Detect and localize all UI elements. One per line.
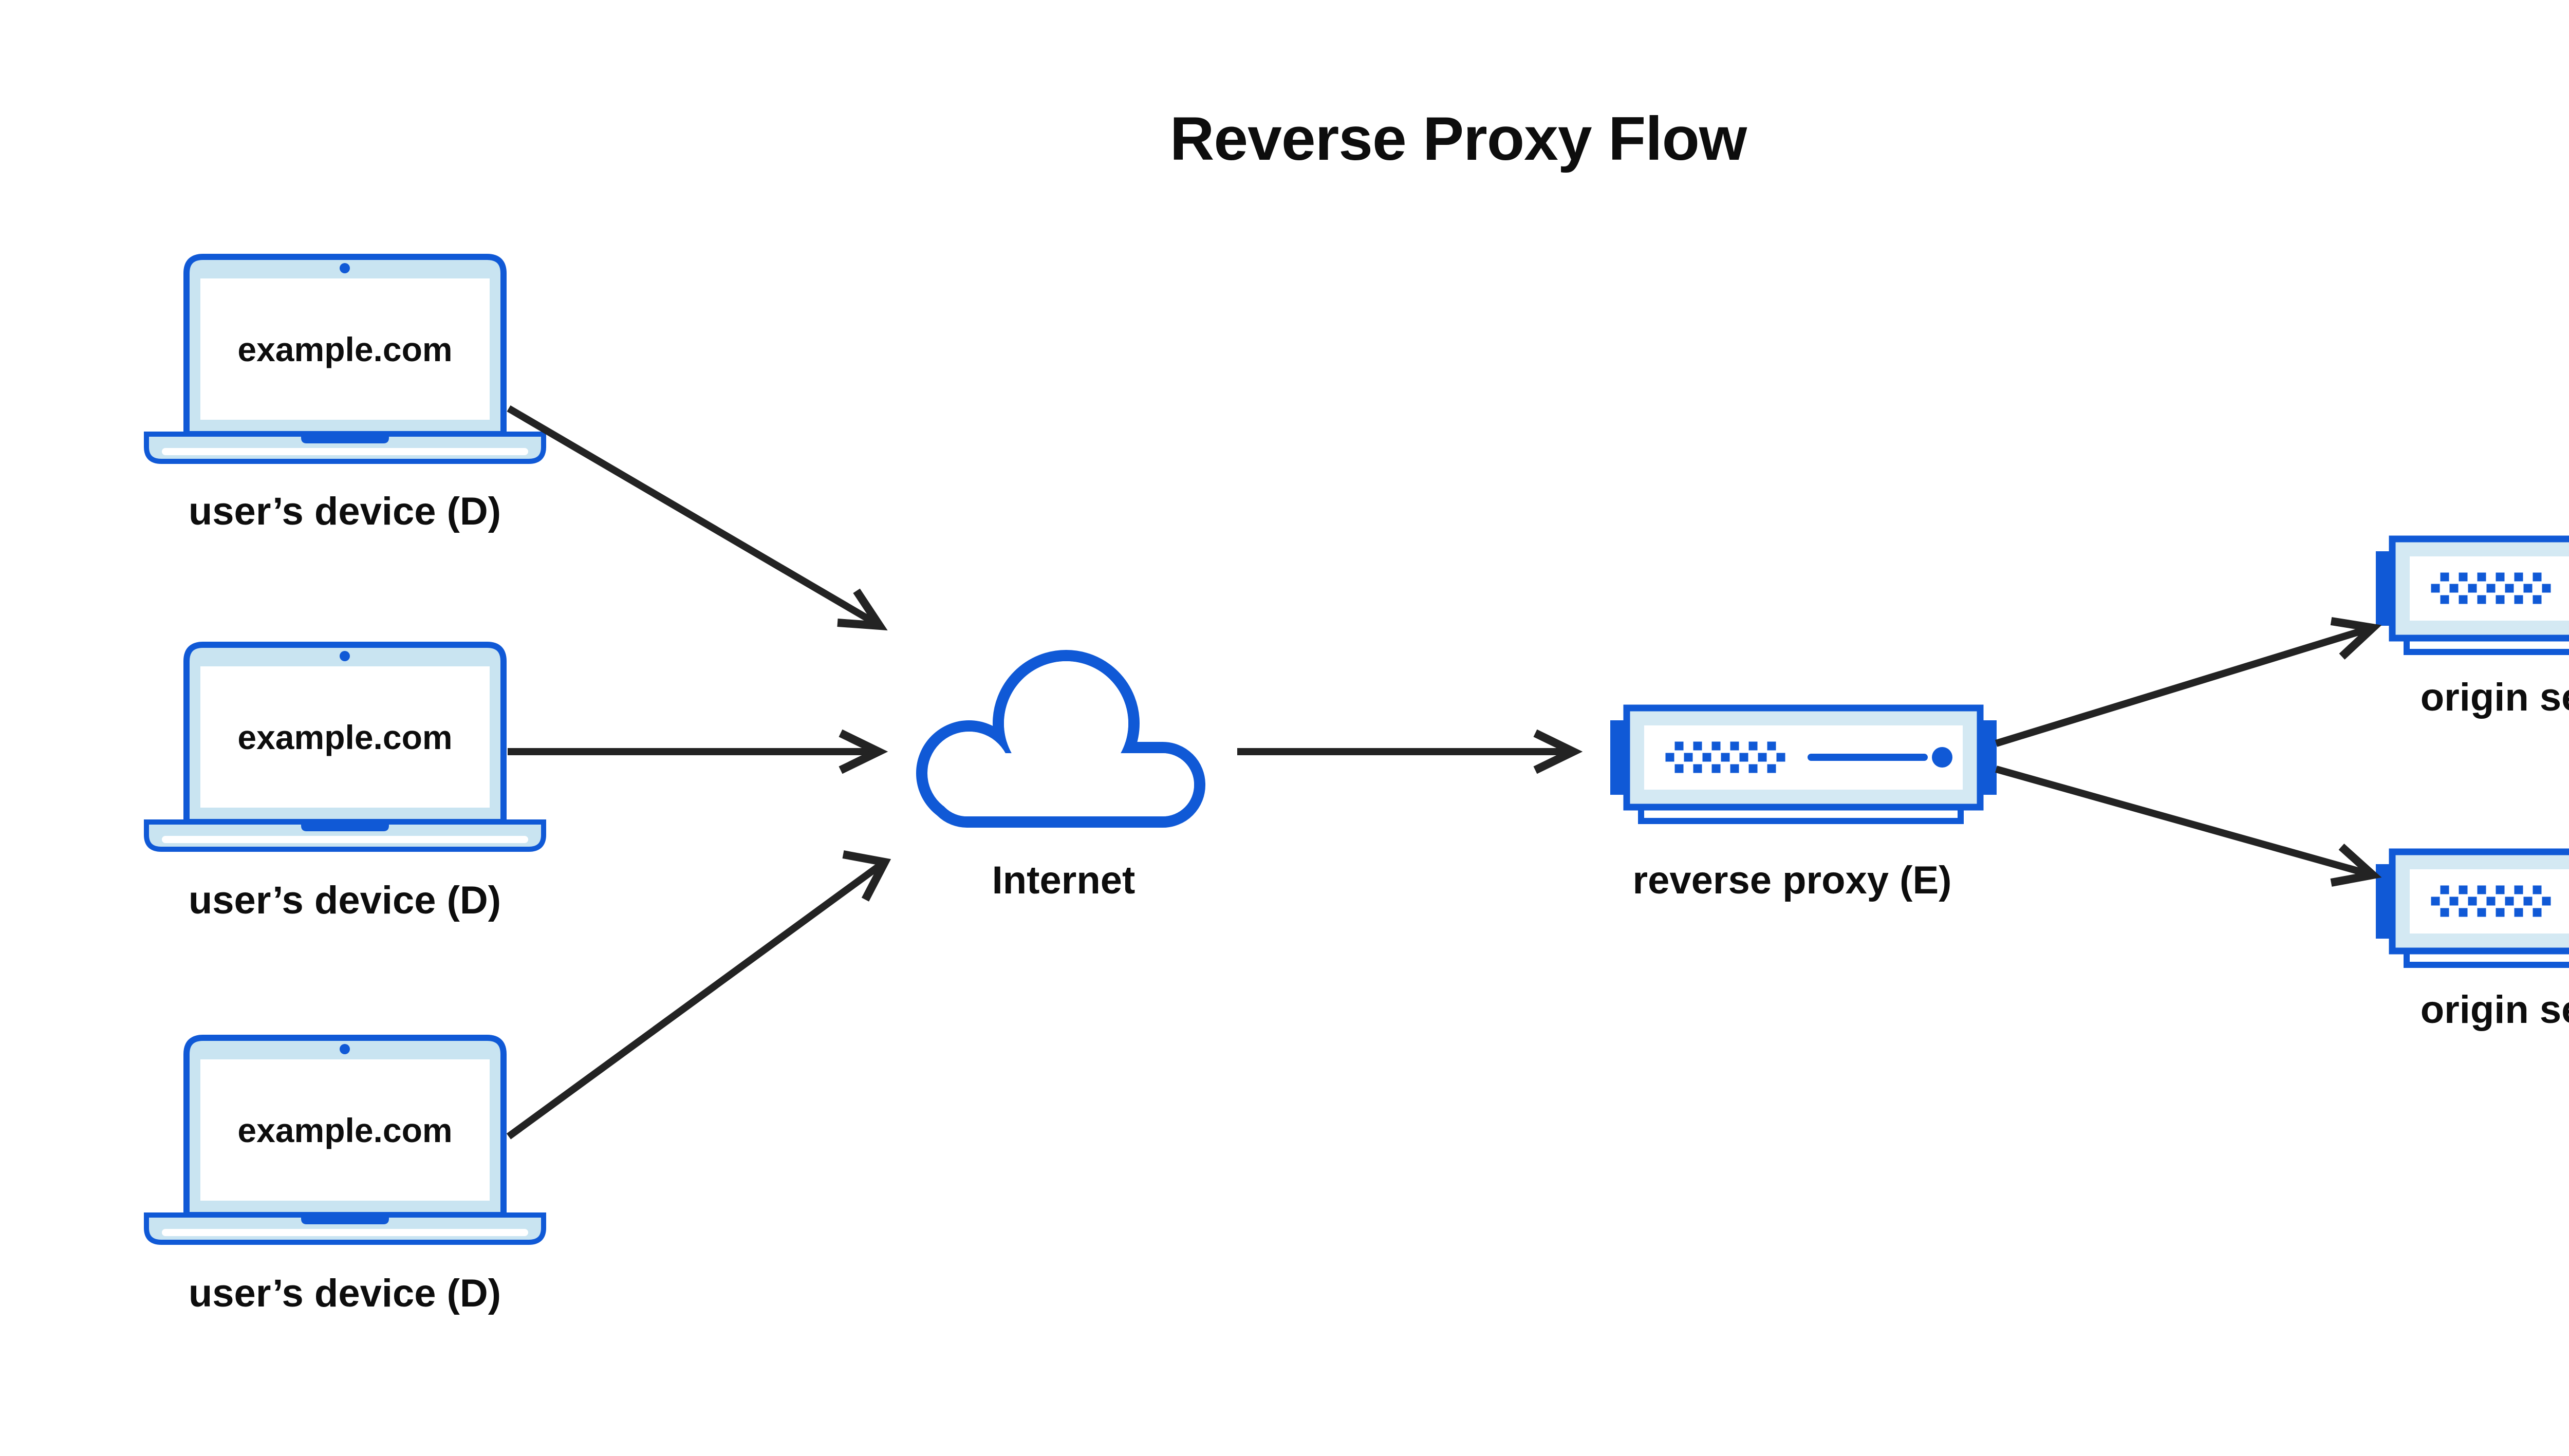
arrow-internet-to-proxy <box>1237 729 1583 774</box>
device1-caption: user’s device (D) <box>188 490 501 533</box>
origin-server2-caption: origin server (F) <box>2420 988 2569 1032</box>
device3-caption: user’s device (D) <box>188 1272 501 1315</box>
device1-screen-url: example.com <box>237 330 453 368</box>
reverse-proxy-server-icon <box>1610 708 1997 821</box>
origin-server-icon-1 <box>2376 539 2569 652</box>
device2-screen-url: example.com <box>237 718 453 756</box>
device2-caption: user’s device (D) <box>188 879 501 922</box>
origin-server-icon-2 <box>2376 852 2569 965</box>
diagram-title: Reverse Proxy Flow <box>1169 104 1747 173</box>
arrow-device1-to-internet <box>507 405 888 631</box>
arrow-device3-to-internet <box>506 850 891 1140</box>
internet-cloud-icon <box>916 650 1205 828</box>
device3-screen-url: example.com <box>237 1111 453 1149</box>
arrow-proxy-to-origin2 <box>1995 766 2382 887</box>
arrow-device2-to-internet <box>508 729 888 774</box>
origin-server1-caption: origin server (F) <box>2420 676 2569 719</box>
flow-arrows <box>506 405 2382 1140</box>
internet-caption: Internet <box>992 858 1135 902</box>
arrow-proxy-to-origin1 <box>1995 617 2382 747</box>
reverse-proxy-caption: reverse proxy (E) <box>1632 858 1952 902</box>
